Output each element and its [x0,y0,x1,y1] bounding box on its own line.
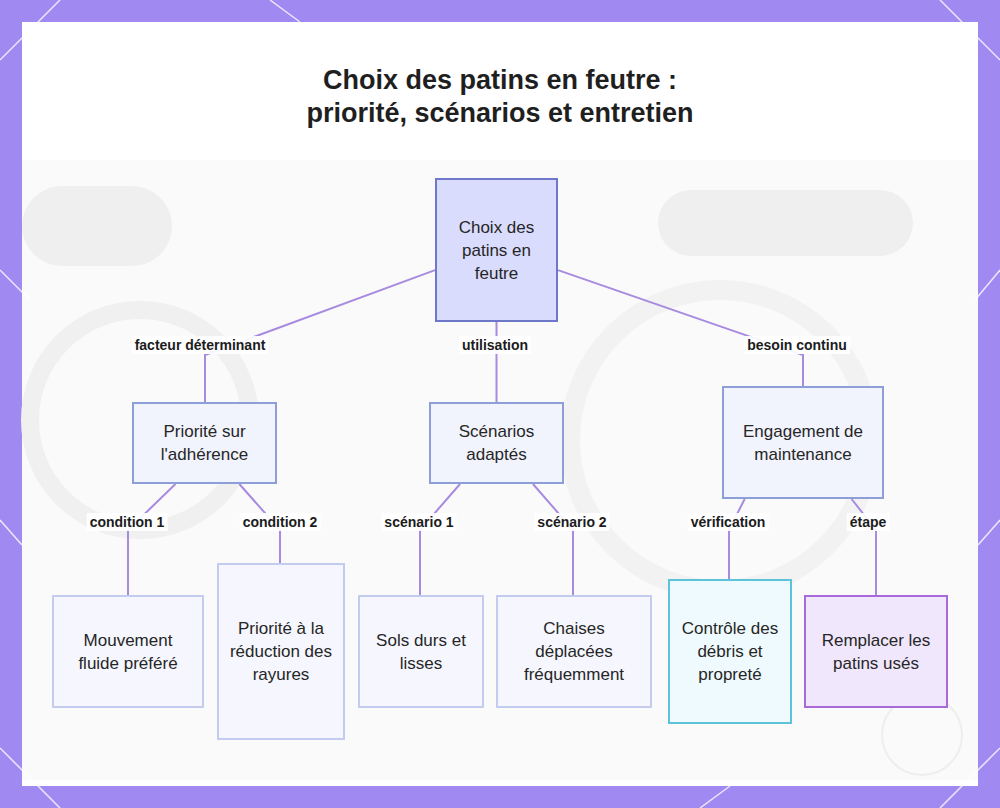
box-text: Priorité sur l'adhérence [144,420,265,466]
faded-pill [22,186,172,266]
process-box: Scénarios adaptés [429,402,564,484]
process-box: Chaises déplacées fréquemment [496,595,652,708]
connector-line [533,484,573,595]
process-box: Engagement de maintenance [722,386,884,499]
connector-line [729,499,745,579]
box-text: Engagement de maintenance [734,420,872,466]
edge-label: condition 1 [87,513,168,531]
edge-label: besoin continu [744,336,850,354]
process-box: Remplacer les patins usés [804,595,948,708]
box-text: Sols durs et lisses [370,629,472,675]
box-text: Mouvement fluide préféré [64,629,192,675]
edge-label: vérification [688,513,769,531]
box-text: Priorité à la réduction des rayures [229,617,333,686]
edge-label: scénario 2 [534,513,609,531]
canvas-panel [22,22,978,786]
faded-pill [658,190,913,256]
edge-label: utilisation [459,336,531,354]
connector-line [558,270,803,386]
faded-photo [22,160,978,780]
process-box: Choix des patins en feutre [435,178,558,322]
diagram-title: Choix des patins en feutre : priorité, s… [277,64,723,130]
edge-label: facteur déterminant [132,336,269,354]
edge-label: scénario 1 [381,513,456,531]
edge-label: condition 2 [240,513,321,531]
connector-line [496,322,498,402]
process-box: Priorité à la réduction des rayures [217,563,345,740]
box-text: Choix des patins en feutre [447,216,546,285]
box-text: Chaises déplacées fréquemment [508,617,640,686]
process-box: Contrôle des débris et propreté [668,579,792,724]
box-text: Remplacer les patins usés [816,629,936,675]
process-box: Sols durs et lisses [358,595,484,708]
edge-label: étape [847,513,890,531]
process-box: Mouvement fluide préféré [52,595,204,708]
box-text: Scénarios adaptés [441,420,552,466]
process-box: Priorité sur l'adhérence [132,402,277,484]
connector-line [420,484,460,595]
box-text: Contrôle des débris et propreté [680,617,780,686]
connector-line [128,484,176,595]
